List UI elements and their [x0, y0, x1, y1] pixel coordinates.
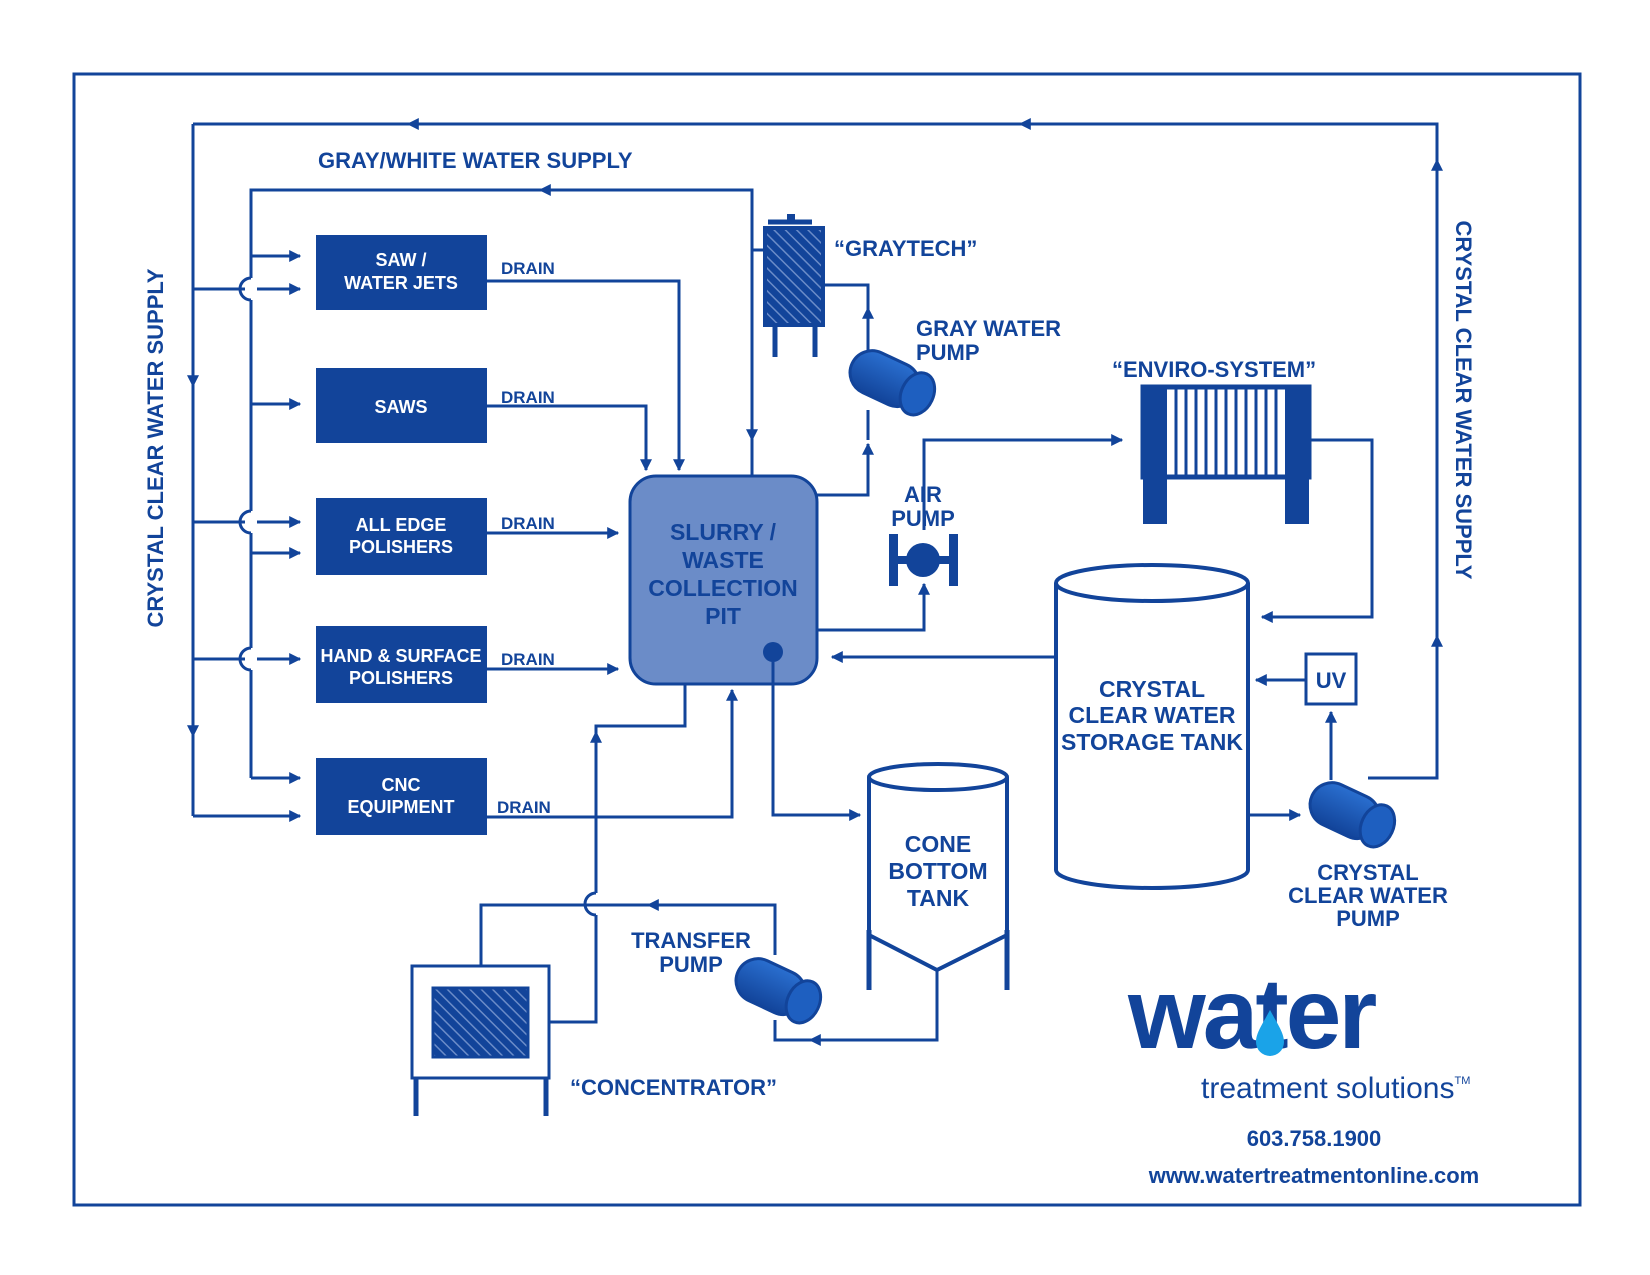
tank-label: BOTTOM	[888, 858, 987, 884]
clear-pump-label-2: CLEAR WATER	[1288, 883, 1448, 908]
machine-label: SAW /	[375, 250, 426, 270]
clear-pump-label-3: PUMP	[1336, 906, 1400, 931]
drain-label-2: DRAIN	[501, 388, 555, 407]
brand-phone: 603.758.1900	[1247, 1126, 1382, 1151]
tank-label: STORAGE TANK	[1061, 729, 1243, 755]
cone-bottom-tank: CONE BOTTOM TANK	[771, 662, 1010, 1046]
machine-label: ALL EDGE	[356, 515, 447, 535]
pit-outlet	[763, 642, 783, 662]
gray-water-pump	[817, 283, 937, 497]
machine-label: POLISHERS	[349, 537, 453, 557]
machine-all-edge-polishers: ALL EDGE POLISHERS	[316, 498, 487, 575]
air-pump	[817, 434, 1124, 632]
brand-website[interactable]: www.watertreatmentonline.com	[1148, 1163, 1479, 1188]
machine-label: CNC	[382, 775, 421, 795]
pit-label: COLLECTION	[648, 575, 798, 601]
water-drop-icon	[1256, 1010, 1284, 1056]
slurry-waste-collection-pit: SLURRY / WASTE COLLECTION PIT	[628, 474, 819, 686]
machine-label: SAWS	[374, 397, 427, 417]
tank-label: CONE	[905, 831, 971, 857]
transfer-pump-label-2: PUMP	[659, 952, 723, 977]
pit-label: SLURRY /	[670, 519, 777, 545]
gray-pump-icon	[848, 349, 937, 417]
tank-label: CLEAR WATER	[1069, 702, 1236, 728]
water-logo: water	[1127, 958, 1379, 1070]
transfer-pump	[475, 899, 823, 1042]
gray-pump-label-2: PUMP	[916, 340, 980, 365]
logo-wordmark: water	[1127, 958, 1376, 1070]
machine-label: EQUIPMENT	[347, 797, 454, 817]
gray-white-supply-label: GRAY/WHITE WATER SUPPLY	[318, 148, 633, 173]
transfer-pump-icon	[734, 957, 823, 1025]
page-border	[72, 72, 1582, 1207]
machine-label: WATER JETS	[344, 273, 458, 293]
clear-pump-icon	[1308, 781, 1397, 849]
enviro-system-label: “ENVIRO-SYSTEM”	[1112, 357, 1316, 382]
tank-label: CRYSTAL	[1099, 676, 1205, 702]
enviro-system	[1140, 384, 1374, 623]
concentrator-label: “CONCENTRATOR”	[570, 1075, 777, 1100]
drain-lines	[487, 279, 738, 819]
gray-pump-label-1: GRAY WATER	[916, 316, 1061, 341]
uv-unit: UV	[1254, 652, 1358, 780]
air-pump-label-2: PUMP	[891, 506, 955, 531]
concentrator	[410, 684, 687, 1116]
pit-label: PIT	[705, 603, 741, 629]
pit-label: WASTE	[682, 547, 764, 573]
crystal-supply-right-label: CRYSTAL CLEAR WATER SUPPLY	[1451, 221, 1476, 580]
air-pump-icon	[906, 543, 940, 577]
clear-pump-label-1: CRYSTAL	[1317, 860, 1418, 885]
drain-label-5: DRAIN	[497, 798, 551, 817]
crystal-supply-left-label: CRYSTAL CLEAR WATER SUPPLY	[143, 268, 168, 627]
machine-hand-surface-polishers: HAND & SURFACE POLISHERS	[316, 626, 487, 703]
drain-label-1: DRAIN	[501, 259, 555, 278]
machine-saws: SAWS	[316, 368, 487, 443]
machine-cnc-equipment: CNC EQUIPMENT	[316, 758, 487, 835]
gray-supply-loop	[238, 184, 754, 784]
machine-label: HAND & SURFACE	[320, 646, 481, 666]
machine-saw-water-jets: SAW / WATER JETS	[316, 235, 487, 310]
brand-block: water treatment solutionsTM 603.758.1900…	[1127, 958, 1479, 1188]
graytech-filter	[746, 214, 825, 476]
machine-label: POLISHERS	[349, 668, 453, 688]
transfer-pump-label-1: TRANSFER	[631, 928, 751, 953]
drain-label-3: DRAIN	[501, 514, 555, 533]
crystal-supply-loop	[187, 118, 1443, 822]
storage-tank: CRYSTAL CLEAR WATER STORAGE TANK	[1054, 563, 1250, 890]
tank-label: TANK	[907, 885, 970, 911]
air-pump-label-1: AIR	[904, 482, 942, 507]
drain-label-4: DRAIN	[501, 650, 555, 669]
uv-label: UV	[1316, 668, 1347, 693]
crystal-clear-water-pump	[1248, 770, 1439, 849]
brand-tagline: treatment solutionsTM	[1201, 1072, 1470, 1105]
graytech-label: “GRAYTECH”	[834, 236, 977, 261]
